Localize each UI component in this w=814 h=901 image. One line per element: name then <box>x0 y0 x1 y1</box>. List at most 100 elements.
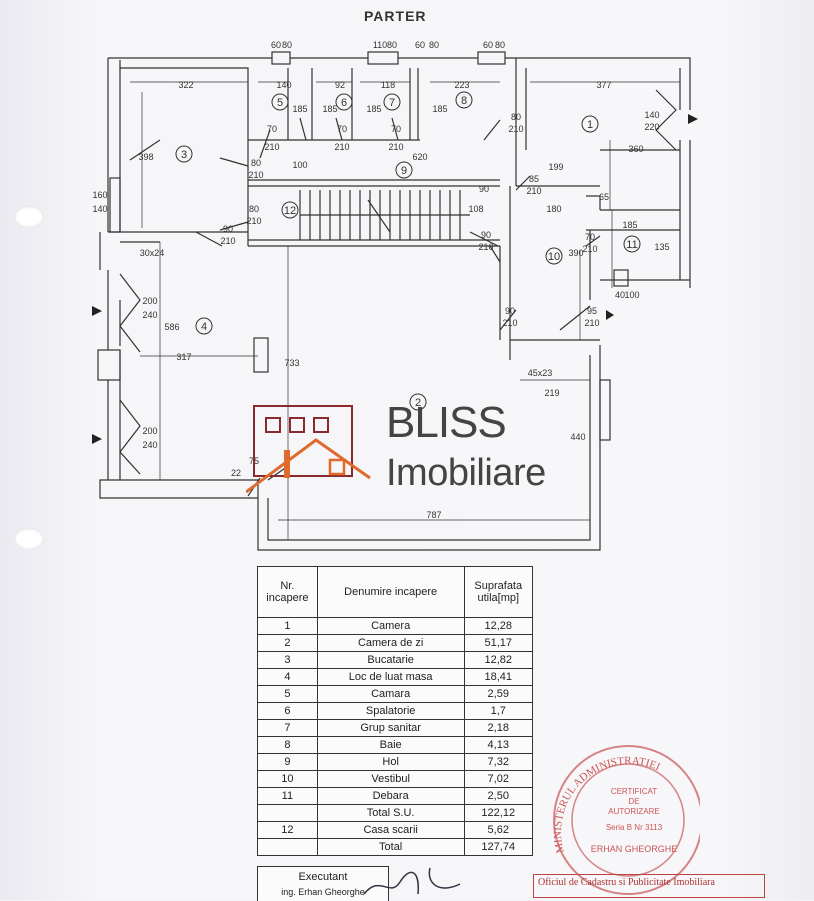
dim-label: 60 <box>271 40 281 50</box>
room-number-6: 6 <box>341 97 347 109</box>
brand-logo-icon <box>246 405 371 494</box>
dim-label: 22 <box>231 468 241 478</box>
dim-label: 60 <box>415 40 425 50</box>
dim-label: 210 <box>478 242 493 252</box>
dim-label: 80 <box>387 40 397 50</box>
dim-label: 140 <box>276 80 291 90</box>
room-area-cell: 2,18 <box>463 719 534 737</box>
room-nr-cell: 3 <box>257 651 318 669</box>
room-number-3: 3 <box>181 149 187 161</box>
room-name-cell: Vestibul <box>316 770 465 788</box>
room-nr-cell: 12 <box>257 821 318 839</box>
room-area-cell: 7,32 <box>463 753 534 771</box>
table-row: Total S.U.122,12 <box>257 804 534 822</box>
dim-label: 90 <box>479 184 489 194</box>
room-number-8: 8 <box>461 95 467 107</box>
room-number-12: 12 <box>284 205 296 217</box>
room-number-11: 11 <box>626 239 637 251</box>
dim-label: 80 <box>282 40 292 50</box>
dim-label: 210 <box>388 142 403 152</box>
executant-name: ing. Erhan Gheorghe <box>281 887 365 897</box>
room-name-cell: Grup sanitar <box>316 719 465 737</box>
dim-label: 787 <box>426 510 441 520</box>
room-area-cell: 122,12 <box>463 804 534 822</box>
room-name-cell: Camera de zi <box>316 634 465 652</box>
dim-label: 200 <box>142 426 157 436</box>
dim-label: 586 <box>164 322 179 332</box>
dim-label: 80 <box>251 158 261 168</box>
dim-label: 210 <box>248 170 263 180</box>
room-area-cell: 1,7 <box>463 702 534 720</box>
dim-label: 70 <box>267 124 277 134</box>
dim-label: 110 <box>373 40 387 50</box>
room-nr-cell: 6 <box>257 702 318 720</box>
room-name-cell: Total S.U. <box>316 804 465 822</box>
room-nr-cell: 8 <box>257 736 318 754</box>
stamp-certificat: CERTIFICAT <box>611 787 657 796</box>
room-name-cell: Baie <box>316 736 465 754</box>
dim-label: 70 <box>391 124 401 134</box>
dim-label: 240 <box>142 310 157 320</box>
dim-label: 135 <box>654 242 669 252</box>
header-name: Denumire incapere <box>316 566 465 618</box>
room-nr-cell <box>257 838 318 856</box>
stamp-de: DE <box>628 797 639 806</box>
dim-label: 360 <box>628 144 643 154</box>
dim-label: 100 <box>624 290 639 300</box>
dim-label: 390 <box>568 248 583 258</box>
dim-label: 210 <box>508 124 523 134</box>
dim-label: 90 <box>505 306 515 316</box>
room-name-cell: Loc de luat masa <box>316 668 465 686</box>
dim-label: 210 <box>584 318 599 328</box>
floor-plan-drawing: 1 2 3 4 5 6 7 8 9 10 11 12 60 <box>92 40 698 551</box>
room-nr-cell: 10 <box>257 770 318 788</box>
room-area-cell: 5,62 <box>463 821 534 839</box>
dim-label: 398 <box>138 152 153 162</box>
dim-label: 80 <box>511 112 521 122</box>
room-number-10: 10 <box>548 251 560 263</box>
dim-label: 317 <box>176 352 191 362</box>
dim-label: 65 <box>599 192 609 202</box>
dim-label: 210 <box>582 244 597 254</box>
dim-label: 210 <box>246 216 261 226</box>
dim-label: 210 <box>264 142 279 152</box>
dim-label: 210 <box>220 236 235 246</box>
room-area-cell: 18,41 <box>463 668 534 686</box>
dim-label: 118 <box>381 80 395 90</box>
dim-label: 100 <box>292 160 307 170</box>
room-area-cell: 2,50 <box>463 787 534 805</box>
dim-label: 223 <box>454 80 469 90</box>
brand-subtitle: Imobiliare <box>386 452 546 494</box>
binder-hole-bottom <box>14 528 44 550</box>
room-nr-cell: 1 <box>257 617 318 635</box>
dim-label: 210 <box>502 318 517 328</box>
room-number-4: 4 <box>201 321 207 333</box>
room-nr-cell: 2 <box>257 634 318 652</box>
room-name-cell: Hol <box>316 753 465 771</box>
room-area-cell: 51,17 <box>463 634 534 652</box>
stamp-name: ERHAN GHEORGHE <box>591 844 678 854</box>
room-nr-cell: 7 <box>257 719 318 737</box>
room-nr-cell <box>257 804 318 822</box>
dim-label: 140 <box>92 204 107 214</box>
header-area: Suprafata utila[mp] <box>463 566 534 618</box>
room-nr-cell: 4 <box>257 668 318 686</box>
dim-label: 377 <box>596 80 611 90</box>
dim-label: 220 <box>644 122 659 132</box>
dim-label: 80 <box>249 204 259 214</box>
room-area-cell: 7,02 <box>463 770 534 788</box>
room-name-cell: Spalatorie <box>316 702 465 720</box>
stamp-autorizare: AUTORIZARE <box>608 807 659 816</box>
dim-label: 620 <box>412 152 427 162</box>
dim-label: 140 <box>644 110 659 120</box>
dim-label: 40 <box>615 290 625 300</box>
